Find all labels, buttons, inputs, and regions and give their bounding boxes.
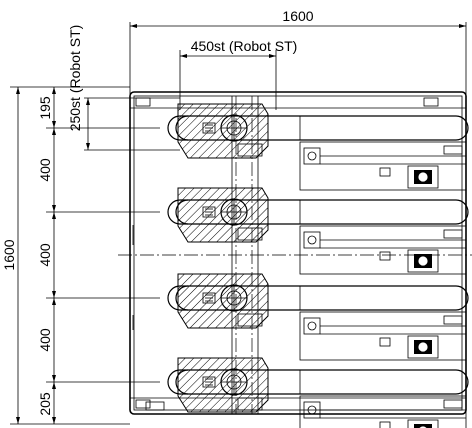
- station-box: [407, 335, 439, 359]
- overall-width-label: 1600: [282, 8, 313, 24]
- robot-body: [177, 103, 269, 159]
- robot-body: [177, 273, 269, 329]
- station-box: [407, 249, 439, 273]
- station-motor-shaft: [307, 151, 317, 161]
- station-motor: [303, 147, 321, 165]
- station-outline: [299, 141, 467, 191]
- station-end-block: [443, 229, 463, 239]
- arm-rail: [167, 369, 469, 395]
- dimension-chain: 195 400 400 400 205: [37, 87, 160, 424]
- station-sensor: [379, 167, 391, 177]
- grip-block: [202, 122, 216, 134]
- station-box-circle: [417, 255, 429, 267]
- grip-block: [202, 376, 216, 388]
- robot-nose: [175, 115, 189, 141]
- station-motor: [303, 231, 321, 249]
- station-motor-shaft: [307, 405, 317, 415]
- row-3-label: 400: [37, 243, 53, 267]
- robot-row: [167, 103, 469, 159]
- robot-rows: [167, 103, 469, 413]
- robot-nose: [175, 369, 189, 395]
- grip-block: [202, 206, 216, 218]
- row-5-label: 205: [37, 392, 53, 416]
- hand-link: [237, 143, 263, 157]
- dimension-stroke-x: 450st (Robot ST): [179, 38, 298, 110]
- row-1-label: 195: [37, 96, 53, 120]
- station-box-circle: [417, 171, 429, 183]
- station-sensor: [379, 337, 391, 347]
- station-box: [407, 419, 439, 428]
- hand-link: [237, 397, 263, 411]
- robot-row: [167, 187, 469, 243]
- arm-rail: [167, 199, 469, 225]
- station-outline: [299, 225, 467, 275]
- dimension-overall-width: 1600: [129, 8, 467, 95]
- station-motor-shaft: [307, 321, 317, 331]
- overall-height-label: 1600: [1, 239, 17, 270]
- station: [299, 311, 467, 361]
- robot-nose: [175, 199, 189, 225]
- station: [299, 225, 467, 275]
- hand-link: [237, 313, 263, 327]
- robot-body: [177, 357, 269, 413]
- row-2-label: 400: [37, 158, 53, 182]
- hand-link: [237, 227, 263, 241]
- station: [299, 395, 467, 428]
- station-box: [407, 165, 439, 189]
- station-sensor: [379, 421, 391, 428]
- station: [299, 141, 467, 191]
- station-motor: [303, 317, 321, 335]
- dimension-stroke-y: 250st (Robot ST): [67, 25, 180, 151]
- arm-rail: [167, 285, 469, 311]
- robot-row: [167, 357, 469, 413]
- dimension-overall-height: 1600: [1, 86, 130, 425]
- robot-body: [177, 187, 269, 243]
- station-sensor: [379, 251, 391, 261]
- row-4-label: 400: [37, 328, 53, 352]
- stroke-x-label: 450st (Robot ST): [191, 38, 298, 54]
- station-end-block: [443, 315, 463, 325]
- robot-nose: [175, 285, 189, 311]
- station-outline: [299, 311, 467, 361]
- station-end-block: [443, 399, 463, 409]
- station-outline: [299, 395, 467, 428]
- station-motor-shaft: [307, 235, 317, 245]
- robot-row: [167, 273, 469, 329]
- grip-block: [202, 292, 216, 304]
- stations: [299, 141, 467, 428]
- station-end-block: [443, 145, 463, 155]
- arm-rail: [167, 115, 469, 141]
- stroke-y-label: 250st (Robot ST): [67, 25, 83, 132]
- station-box-circle: [417, 341, 429, 353]
